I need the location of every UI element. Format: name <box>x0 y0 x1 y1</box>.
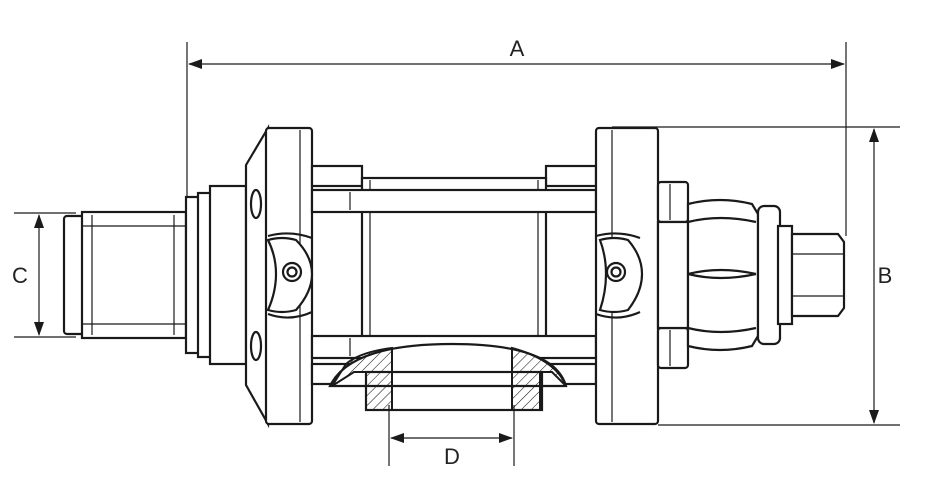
union-collar <box>756 204 782 346</box>
left-flange <box>244 123 314 429</box>
left-flange-bolt-hole <box>249 188 263 220</box>
outlet-hub <box>656 220 690 330</box>
right-outlet-fitting <box>656 180 846 370</box>
right-flange-clamp-edge <box>595 232 641 319</box>
left-flange-clamp-edge <box>267 232 313 319</box>
dimension-b-label: B <box>878 263 893 288</box>
left-inlet-fitting <box>62 184 248 366</box>
dimension-d: D <box>388 405 515 469</box>
dimension-a: A <box>186 36 847 236</box>
right-clamp-screw-head <box>610 266 622 278</box>
bowl-base <box>364 370 544 412</box>
left-flange-bolt-hole <box>249 330 263 362</box>
dimension-c-label: C <box>12 263 28 288</box>
outlet-neck <box>776 224 794 326</box>
left-gasket-top <box>310 164 364 188</box>
dimension-b: B <box>612 126 900 426</box>
left-flange-bevel <box>244 123 270 429</box>
dimension-a-label: A <box>510 36 525 61</box>
top-nut <box>656 180 690 224</box>
bottom-nut <box>656 326 690 370</box>
tie-rod-top <box>310 188 598 214</box>
inlet-flange-hub <box>208 184 248 366</box>
sight-glass-body <box>310 164 598 412</box>
dimension-c: C <box>12 212 76 338</box>
outlet-hex-end <box>790 232 846 318</box>
left-clamp-screw-head <box>286 266 298 278</box>
right-hatched-section <box>511 346 567 411</box>
right-flange <box>594 126 660 426</box>
inlet-threaded-body <box>80 210 188 340</box>
right-gasket-top <box>544 164 598 188</box>
dimension-d-label: D <box>444 444 460 469</box>
hex-nut-facets <box>687 216 757 334</box>
